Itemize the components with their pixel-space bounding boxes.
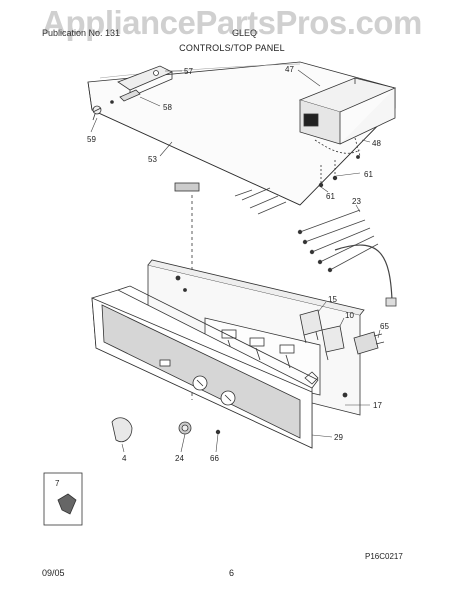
control-bracket [298, 77, 397, 145]
latch [110, 89, 141, 104]
rotary-switch [321, 325, 345, 361]
wire-harness-clip [314, 137, 361, 188]
section-title: CONTROLS/TOP PANEL [179, 43, 285, 53]
top-panel-wires [174, 182, 287, 215]
callout-66: 66 [210, 454, 219, 463]
leader-lines [90, 69, 381, 453]
watermark: AppliancePartsPros.com [42, 4, 422, 41]
selector-knob [111, 417, 133, 443]
callout-7: 7 [55, 479, 60, 488]
callout-15: 15 [328, 295, 337, 304]
callout-10: 10 [345, 311, 354, 320]
callout-23: 23 [352, 197, 361, 206]
small-screw [215, 429, 221, 435]
timer-knob [178, 421, 192, 435]
callout-17: 17 [373, 401, 382, 410]
inset-box [43, 472, 83, 526]
callout-53: 53 [148, 155, 157, 164]
page-number: 6 [229, 568, 235, 578]
footer-date: 09/05 [42, 568, 65, 578]
callout-48: 48 [372, 139, 381, 148]
publication-number: Publication No. 131 [42, 28, 121, 38]
callout-61-right: 61 [364, 170, 373, 179]
callout-57: 57 [184, 67, 193, 76]
callout-65: 65 [380, 322, 389, 331]
control-panel-back [147, 259, 365, 416]
screw [92, 105, 102, 121]
model-number: GLEQ [232, 28, 258, 38]
callout-24: 24 [175, 454, 184, 463]
diagram-code: P16C0217 [365, 552, 403, 561]
main-wire-harness [297, 209, 397, 307]
callout-58: 58 [163, 103, 172, 112]
callout-4: 4 [122, 454, 127, 463]
callout-47: 47 [285, 65, 294, 74]
callout-59: 59 [87, 135, 96, 144]
callout-61-left: 61 [326, 192, 335, 201]
callout-29: 29 [334, 433, 343, 442]
connector-part [353, 331, 385, 355]
control-panel-front [91, 285, 319, 449]
